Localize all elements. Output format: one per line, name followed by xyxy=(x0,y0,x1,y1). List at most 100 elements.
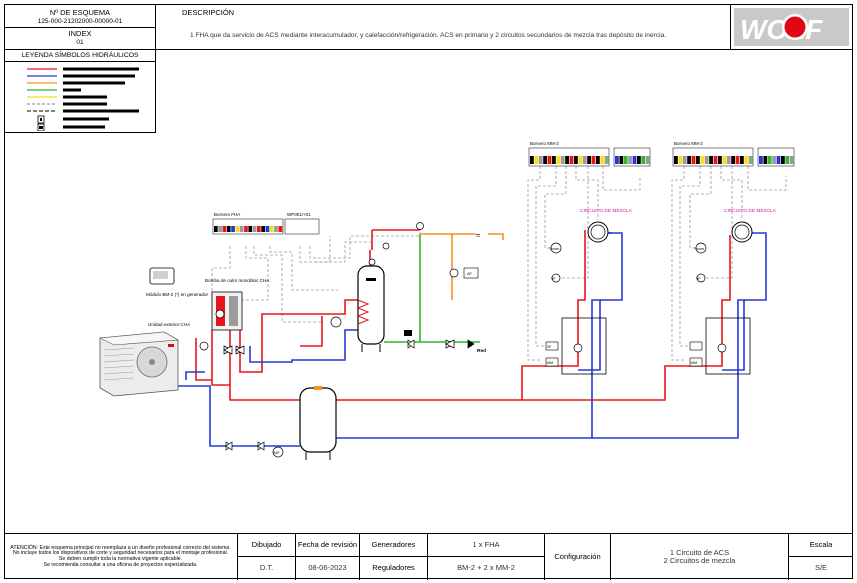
terminal-slot xyxy=(582,156,587,164)
reguladores-value: BM-2 + 2 x MM-2 xyxy=(428,557,545,580)
dibujado-label: Dibujado xyxy=(238,534,296,557)
fecha-label: Fecha de revisión xyxy=(296,534,360,557)
terminal-slot xyxy=(565,156,569,164)
terminal-slot xyxy=(239,226,244,232)
terminal-slot xyxy=(785,156,790,164)
terminal-slot xyxy=(274,226,278,232)
svg-text:Bornero MM-2: Bornero MM-2 xyxy=(530,141,559,146)
dibujado-value: D.T. xyxy=(238,557,296,580)
terminal-slot xyxy=(534,156,539,164)
svg-text:Red: Red xyxy=(477,348,486,354)
terminal-slot xyxy=(726,156,731,164)
index-value: 01 xyxy=(76,39,84,46)
terminal-slot xyxy=(678,156,683,164)
terminal-slot xyxy=(604,156,609,164)
escala-value: S/E xyxy=(814,563,828,573)
title-block: ATENCIÓN: Este esquema principal no reem… xyxy=(4,533,853,580)
terminal-slot xyxy=(776,156,781,164)
terminal-slot xyxy=(218,226,222,232)
terminal-slot xyxy=(735,156,740,164)
terminal-slot xyxy=(709,156,713,164)
terminal-slot xyxy=(682,156,687,164)
terminal-slot xyxy=(226,226,231,232)
terminal-slot xyxy=(763,156,768,164)
terminal-slot xyxy=(578,156,583,164)
terminal-slot xyxy=(691,156,696,164)
terminal-slot xyxy=(772,156,776,164)
svg-text:AF: AF xyxy=(467,272,473,276)
terminal-slot xyxy=(731,156,735,164)
dhw-cylinder xyxy=(356,258,385,352)
terminal-slot xyxy=(641,156,646,164)
terminal-slot xyxy=(265,226,270,232)
terminal-slot xyxy=(569,156,574,164)
reguladores-label: Reguladores xyxy=(360,557,428,580)
terminal-slot xyxy=(591,156,596,164)
scheme-number: 125-000-21202000-00000-01 xyxy=(37,18,123,25)
warning-text: ATENCIÓN: Este esquema principal no reem… xyxy=(4,534,238,580)
scheme-label: Nº DE ESQUEMA xyxy=(49,8,111,17)
terminal-slot xyxy=(244,226,248,232)
generadores-value: 1 x FHA xyxy=(428,534,545,557)
pipes xyxy=(178,229,767,447)
svg-text:CIRCUITO DE MEZCLA: CIRCUITO DE MEZCLA xyxy=(724,208,777,214)
legend-block: LEYENDA SÍMBOLOS HIDRÁULICOS xyxy=(4,49,156,133)
terminal-slot xyxy=(632,156,637,164)
terminal-slot xyxy=(718,156,722,164)
terminal-slot xyxy=(552,156,556,164)
terminal-slot xyxy=(740,156,744,164)
diagram-labels: Red AF SAF ≈ xyxy=(273,231,486,455)
control-wiring xyxy=(211,166,787,361)
terminal-slot xyxy=(530,156,534,164)
description-text: 1 FHA que da servicio de ACS mediante in… xyxy=(190,32,667,39)
terminal-slot xyxy=(235,226,240,232)
indoor-module: Bomba de calor monobloc CHA Módulo BM-2 … xyxy=(146,267,270,331)
svg-text:≈: ≈ xyxy=(476,231,481,240)
terminal-slot xyxy=(261,226,265,232)
terminal-slot xyxy=(628,156,632,164)
bornero-fha: Bornero FHA WP001/+01 xyxy=(212,212,320,235)
svg-text:Bornero FHA: Bornero FHA xyxy=(214,212,240,217)
fecha-value: 08-06-2023 xyxy=(296,557,360,580)
terminal-slot xyxy=(615,156,619,164)
terminal-slot xyxy=(722,156,727,164)
terminal-slot xyxy=(674,156,678,164)
terminal-slot xyxy=(600,156,605,164)
terminal-slot xyxy=(543,156,547,164)
terminal-slot xyxy=(637,156,641,164)
terminal-slot xyxy=(781,156,785,164)
terminal-slot xyxy=(538,156,543,164)
configuracion-label: Configuración xyxy=(545,534,611,580)
svg-text:SF: SF xyxy=(547,345,552,349)
legend-symbols xyxy=(27,67,139,131)
terminal-slot xyxy=(687,156,691,164)
pumps-valves xyxy=(199,221,753,458)
terminal-slot xyxy=(696,156,700,164)
svg-text:VF: VF xyxy=(551,277,556,281)
escala-label: Escala xyxy=(789,534,853,557)
terminal-slot xyxy=(713,156,718,164)
terminal-slot xyxy=(704,156,709,164)
terminal-slot xyxy=(759,156,763,164)
terminal-slot xyxy=(700,156,705,164)
svg-text:Unidad exterior CHA: Unidad exterior CHA xyxy=(148,322,191,327)
svg-text:Módulo BM-2 (*) en generador: Módulo BM-2 (*) en generador xyxy=(146,292,209,297)
brand-text: WOLF xyxy=(740,14,823,45)
configuracion-value: 1 Circuito de ACS 2 Circuitos de mezcla xyxy=(611,534,789,580)
terminal-slot xyxy=(214,226,218,232)
svg-text:Troom: Troom xyxy=(549,247,559,251)
terminal-slot xyxy=(231,226,235,232)
svg-text:MM: MM xyxy=(691,361,697,365)
wolf-logo: WOLF xyxy=(734,8,849,46)
terminal-slot xyxy=(547,156,552,164)
terminal-slot xyxy=(623,156,628,164)
terminal-slot xyxy=(269,226,274,232)
mixing-group-b: MM CIRCUITO DE MEZCLA Troom VF xyxy=(689,208,777,375)
terminal-slot xyxy=(278,226,283,232)
terminal-slot xyxy=(252,226,257,232)
description-label: DESCRIPCIÓN xyxy=(182,8,235,17)
terminal-slot xyxy=(744,156,749,164)
terminal-slot xyxy=(645,156,650,164)
svg-text:MM: MM xyxy=(547,361,553,365)
